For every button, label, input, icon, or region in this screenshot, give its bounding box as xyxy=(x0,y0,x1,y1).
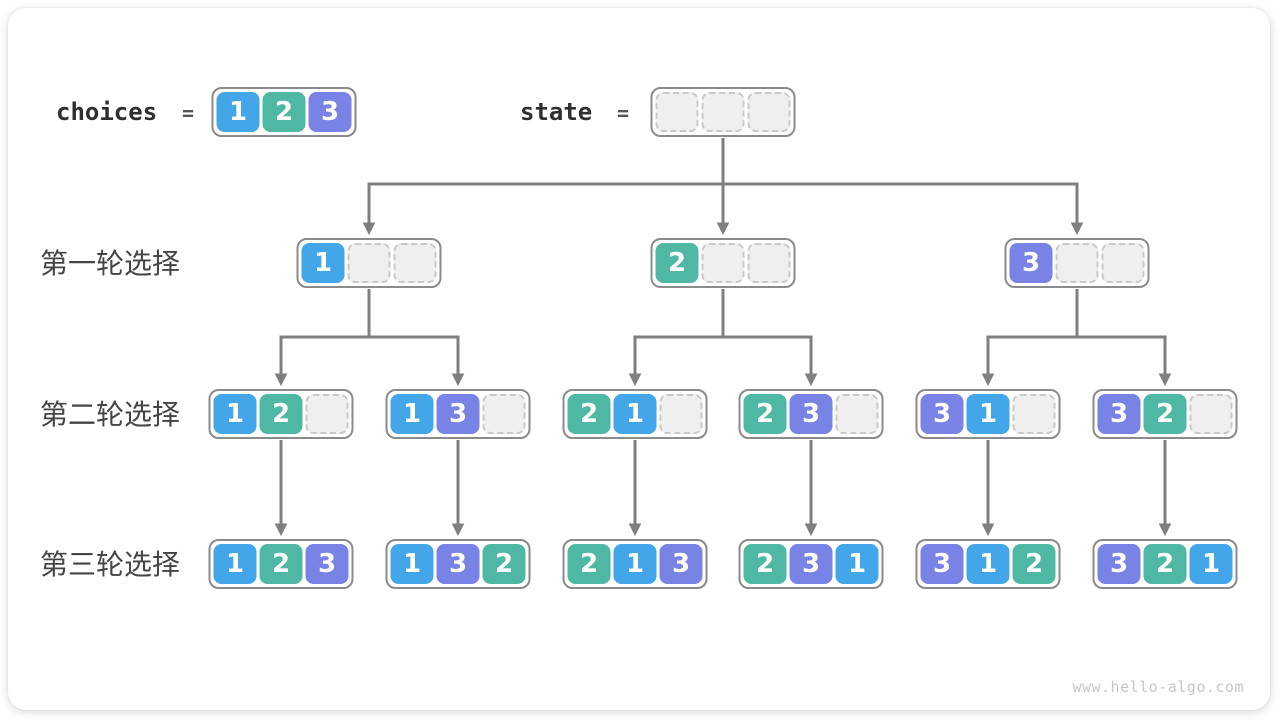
choice-cell-3: 3 xyxy=(305,544,349,584)
choices-label: choices xyxy=(56,98,158,126)
empty-slot xyxy=(393,243,437,283)
empty-slot xyxy=(835,394,879,434)
round-3-label: 第三轮选择 xyxy=(40,548,181,581)
choice-cell-2: 2 xyxy=(482,544,526,584)
choice-cell-2: 2 xyxy=(743,394,787,434)
choice-cell-2: 2 xyxy=(262,92,306,132)
watermark: www.hello-algo.com xyxy=(1072,678,1244,696)
choice-cell-1: 1 xyxy=(966,544,1010,584)
choice-cell-3: 3 xyxy=(789,544,833,584)
choice-cell-3: 3 xyxy=(1097,394,1141,434)
choice-cell-3: 3 xyxy=(659,544,703,584)
state-label: state xyxy=(520,98,593,126)
empty-slot xyxy=(747,243,791,283)
choice-cell-1: 1 xyxy=(216,92,260,132)
choice-cell-1: 1 xyxy=(390,544,434,584)
empty-slot xyxy=(701,92,745,132)
choice-cell-3: 3 xyxy=(1097,544,1141,584)
choice-cell-3: 3 xyxy=(436,544,480,584)
empty-slot xyxy=(659,394,703,434)
round-1-node: 1 xyxy=(296,238,442,288)
choice-cell-3: 3 xyxy=(920,394,964,434)
choices-equals-sign: = xyxy=(182,101,195,125)
choice-cell-1: 1 xyxy=(613,394,657,434)
round-1-node: 2 xyxy=(650,238,796,288)
choice-cell-3: 3 xyxy=(920,544,964,584)
choice-cell-2: 2 xyxy=(655,243,699,283)
choice-cell-1: 1 xyxy=(613,544,657,584)
choice-cell-3: 3 xyxy=(436,394,480,434)
empty-slot xyxy=(482,394,526,434)
choice-cell-2: 2 xyxy=(259,394,303,434)
choice-cell-2: 2 xyxy=(567,394,611,434)
choice-cell-1: 1 xyxy=(835,544,879,584)
state-equals-sign: = xyxy=(617,101,630,125)
round-2-label: 第二轮选择 xyxy=(40,398,181,431)
empty-slot xyxy=(655,92,699,132)
empty-slot xyxy=(1101,243,1145,283)
choice-cell-1: 1 xyxy=(213,394,257,434)
choice-cell-1: 1 xyxy=(390,394,434,434)
empty-slot xyxy=(1189,394,1233,434)
choice-cell-2: 2 xyxy=(567,544,611,584)
empty-slot xyxy=(747,92,791,132)
choice-cell-2: 2 xyxy=(259,544,303,584)
choice-cell-2: 2 xyxy=(1143,544,1187,584)
choice-cell-2: 2 xyxy=(1012,544,1056,584)
choice-cell-1: 1 xyxy=(301,243,345,283)
diagram-card xyxy=(8,8,1270,710)
choice-cell-3: 3 xyxy=(1009,243,1053,283)
state-box xyxy=(650,87,796,137)
empty-slot xyxy=(347,243,391,283)
round-1-node: 3 xyxy=(1004,238,1150,288)
choice-cell-1: 1 xyxy=(966,394,1010,434)
empty-slot xyxy=(305,394,349,434)
round-1-label: 第一轮选择 xyxy=(40,247,181,280)
empty-slot xyxy=(1055,243,1099,283)
choice-cell-1: 1 xyxy=(1189,544,1233,584)
empty-slot xyxy=(1012,394,1056,434)
choice-cell-3: 3 xyxy=(789,394,833,434)
choice-cell-2: 2 xyxy=(1143,394,1187,434)
choice-cell-2: 2 xyxy=(743,544,787,584)
empty-slot xyxy=(701,243,745,283)
choice-cell-3: 3 xyxy=(308,92,352,132)
choice-cell-1: 1 xyxy=(213,544,257,584)
